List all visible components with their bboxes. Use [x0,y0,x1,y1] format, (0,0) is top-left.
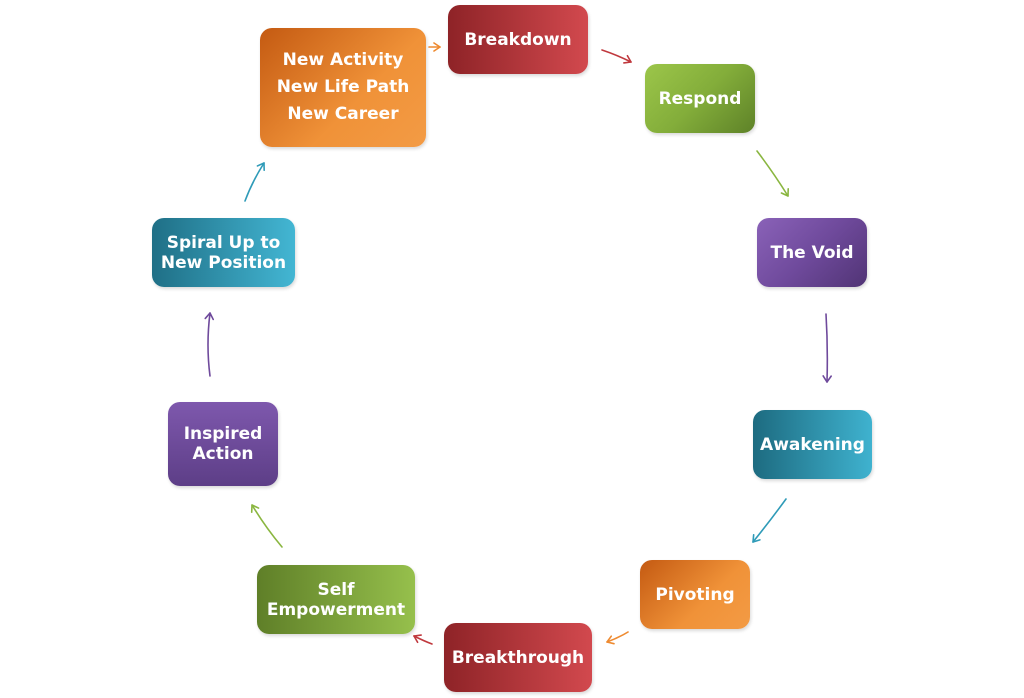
arrow-awakening-to-pivoting [752,498,787,543]
node-label-line: Spiral Up to [166,232,281,253]
arrow-self-empowerment-to-inspired-action [250,504,283,548]
node-new-activity: New Activity New Life Path New Career [260,28,426,147]
node-label-line: New Position [160,252,287,273]
arrow-the-void-to-awakening [822,313,832,383]
arrow-breakthrough-to-self-empowerment [413,634,433,645]
node-label-line: New Career [287,104,399,124]
node-label: The Void [770,242,854,263]
node-label: Breakdown [464,29,572,50]
node-self-empowerment: Self Empowerment [257,565,415,634]
node-label-line: Action [192,444,254,464]
node-breakdown: Breakdown [448,5,588,74]
arrow-breakdown-to-respond [601,49,632,64]
node-label-line: Inspired [183,424,263,444]
node-label-line: Empowerment [266,599,406,620]
node-label: Breakthrough [451,647,585,668]
node-respond: Respond [645,64,755,133]
node-label: Awakening [760,434,865,455]
arrow-respond-to-the-void [756,150,790,197]
node-label: Respond [658,88,742,109]
node-breakthrough: Breakthrough [444,623,592,692]
node-label-line: New Life Path [276,77,410,97]
node-awakening: Awakening [753,410,872,479]
arrow-spiral-up-to-new-activity [244,162,265,202]
arrow-pivoting-to-breakthrough [606,631,629,645]
arrow-inspired-action-to-spiral-up [204,312,215,377]
node-inspired-action: Inspired Action [168,402,278,486]
node-spiral-up: Spiral Up to New Position [152,218,295,287]
node-label: Pivoting [655,584,735,605]
node-label-line: Self [317,579,355,600]
node-label-line: New Activity [282,50,404,70]
node-pivoting: Pivoting [640,560,750,629]
node-the-void: The Void [757,218,867,287]
